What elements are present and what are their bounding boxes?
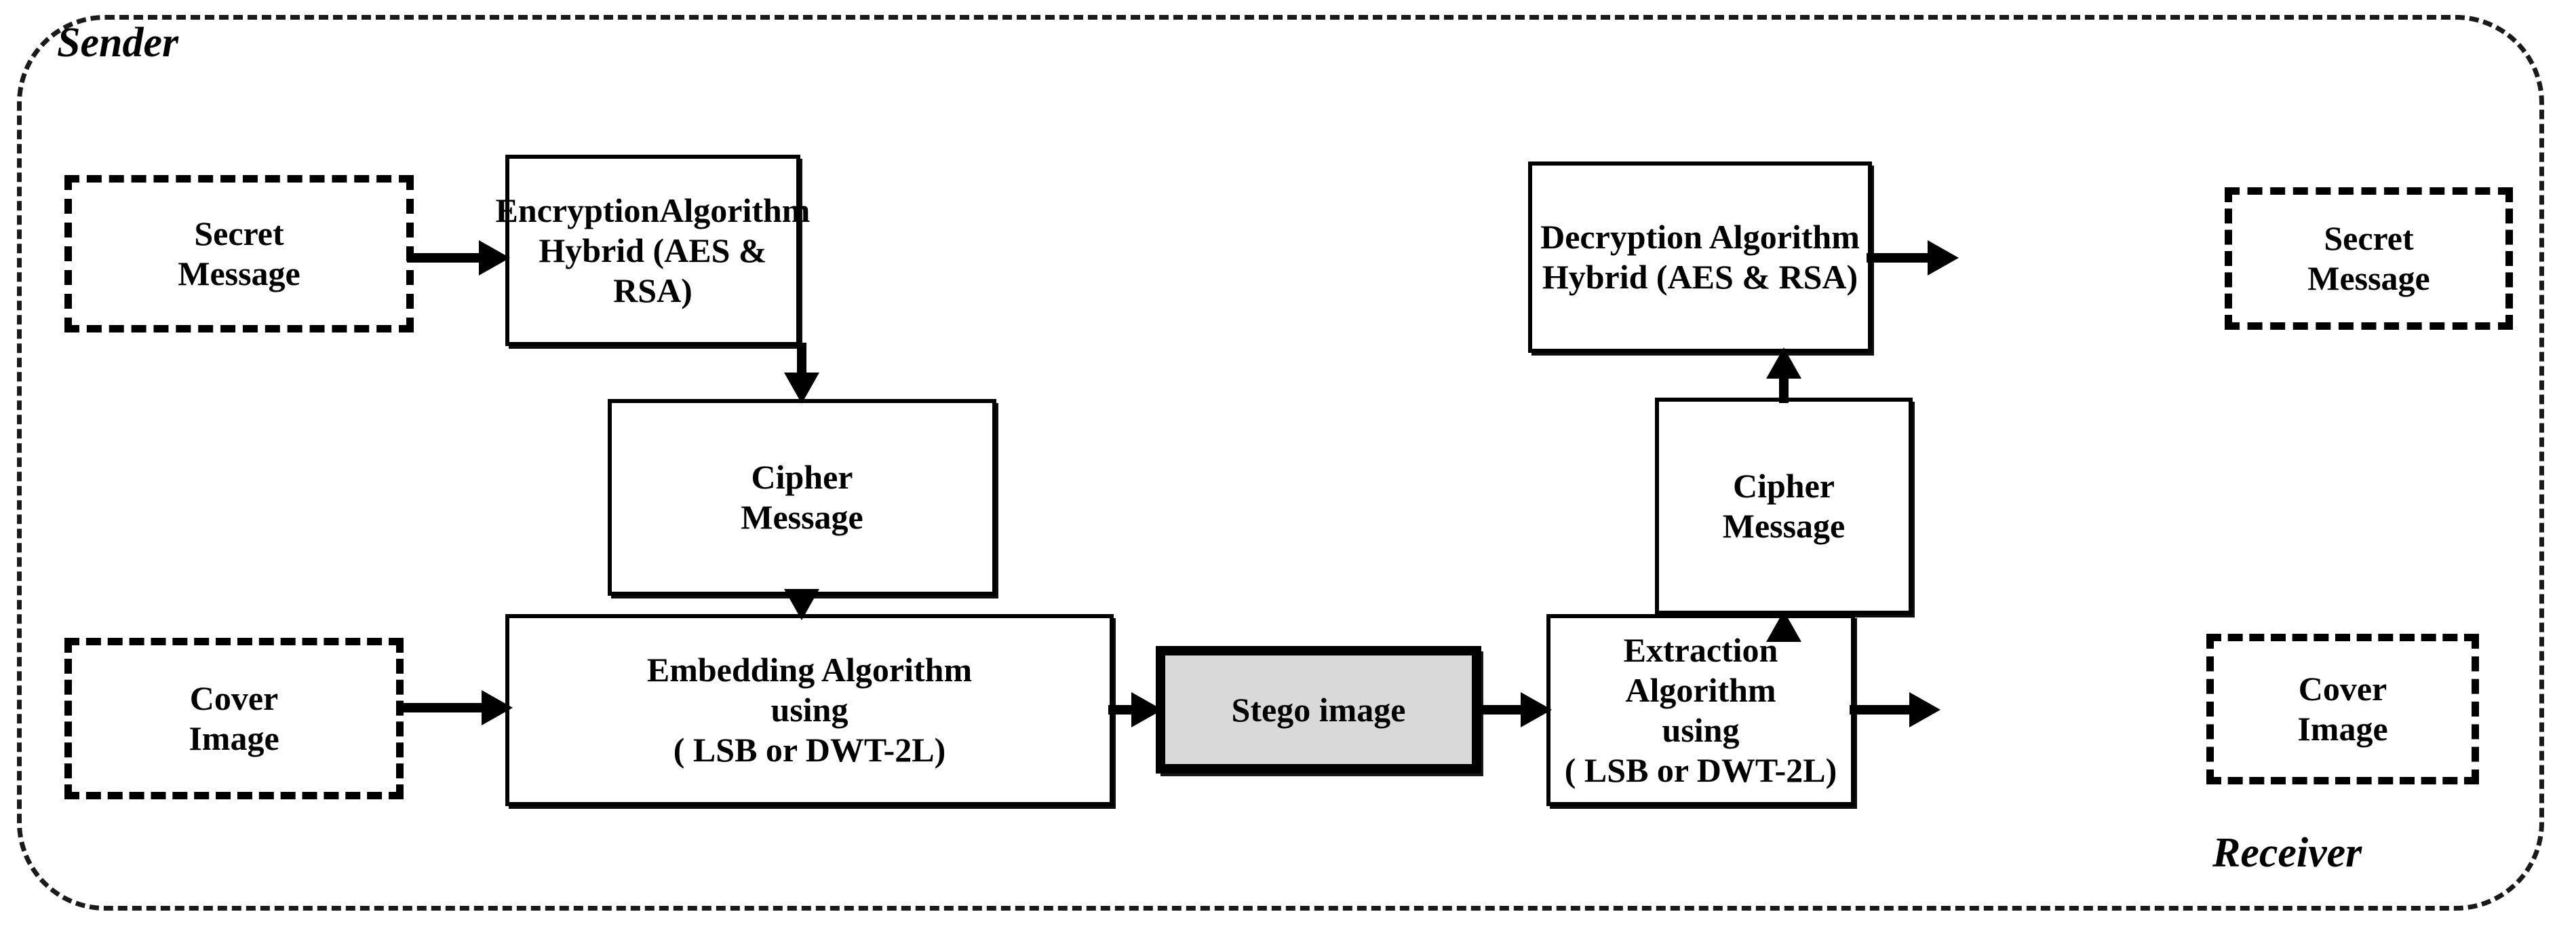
node-label: EncryptionAlgorithm Hybrid (AES & RSA): [495, 191, 811, 309]
arrow-head-icon: [479, 240, 510, 275]
sender-receiver-boundary: [17, 15, 2544, 911]
arrow-shaft: [1850, 705, 1911, 715]
node-cover-image-input: Cover Image: [64, 638, 404, 799]
node-cipher-message-receiver: Cipher Message: [1655, 398, 1913, 615]
node-label: Embedding Algorithm using ( LSB or DWT-2…: [646, 651, 973, 769]
node-label: Cover Image: [189, 679, 279, 757]
node-label: Stego image: [1231, 690, 1406, 729]
node-label: Secret Message: [2307, 219, 2430, 297]
node-extraction-algorithm: Extraction Algorithm using ( LSB or DWT-…: [1546, 614, 1855, 806]
arrow-cover-image-to-embedding: [397, 689, 513, 727]
arrow-shaft: [1867, 253, 1929, 263]
arrow-head-icon: [1909, 692, 1940, 727]
arrow-head-icon: [1521, 692, 1552, 727]
node-encryption-algorithm: EncryptionAlgorithm Hybrid (AES & RSA): [496, 155, 810, 346]
arrow-encryption-to-cipher-message: [783, 343, 821, 404]
arrow-head-icon: [1131, 692, 1163, 727]
arrow-extraction-to-cover-image: [1850, 691, 1940, 729]
receiver-zone-label: Receiver: [2212, 830, 2362, 876]
node-cover-image-output: Cover Image: [2206, 634, 2479, 784]
arrow-head-icon: [784, 373, 819, 404]
arrow-embedding-to-stego-image: [1108, 691, 1163, 729]
arrow-head-icon: [482, 690, 513, 725]
node-label: Extraction Algorithm using ( LSB or DWT-…: [1564, 630, 1837, 789]
arrow-head-icon: [784, 589, 819, 620]
arrow-head-icon: [1928, 240, 1959, 275]
node-label: Cover Image: [2297, 670, 2388, 748]
node-decryption-algorithm: Decryption Algorithm Hybrid (AES & RSA): [1528, 161, 1872, 353]
arrow-shaft: [1779, 376, 1789, 403]
node-secret-message-input: Secret Message: [64, 175, 414, 332]
node-label: Cipher Message: [741, 458, 863, 536]
arrow-secret-message-to-encryption: [407, 239, 510, 277]
node-embedding-algorithm: Embedding Algorithm using ( LSB or DWT-2…: [505, 614, 1114, 806]
node-stego-image: Stego image: [1156, 646, 1481, 774]
arrow-shaft: [397, 703, 483, 712]
arrow-shaft: [1476, 705, 1522, 715]
node-secret-message-output: Secret Message: [2225, 187, 2513, 330]
arrow-shaft: [797, 343, 806, 375]
arrow-head-icon: [1766, 347, 1801, 379]
sender-zone-label: Sender: [57, 20, 179, 66]
node-label: Secret Message: [178, 214, 300, 292]
node-cipher-message-sender: Cipher Message: [608, 399, 996, 596]
arrow-shaft: [1108, 705, 1133, 715]
arrow-head-icon: [1766, 611, 1801, 642]
arrow-cipher-message-to-decryption: [1765, 347, 1803, 403]
arrow-shaft: [407, 253, 480, 263]
arrow-cipher-message-to-embedding: [783, 589, 821, 620]
node-label: Decryption Algorithm Hybrid (AES & RSA): [1540, 218, 1860, 296]
arrow-decryption-to-secret-message: [1867, 239, 1959, 277]
node-label: Cipher Message: [1722, 467, 1846, 545]
arrow-stego-image-to-extraction: [1476, 691, 1552, 729]
arrow-extraction-to-cipher-message: [1765, 611, 1803, 642]
